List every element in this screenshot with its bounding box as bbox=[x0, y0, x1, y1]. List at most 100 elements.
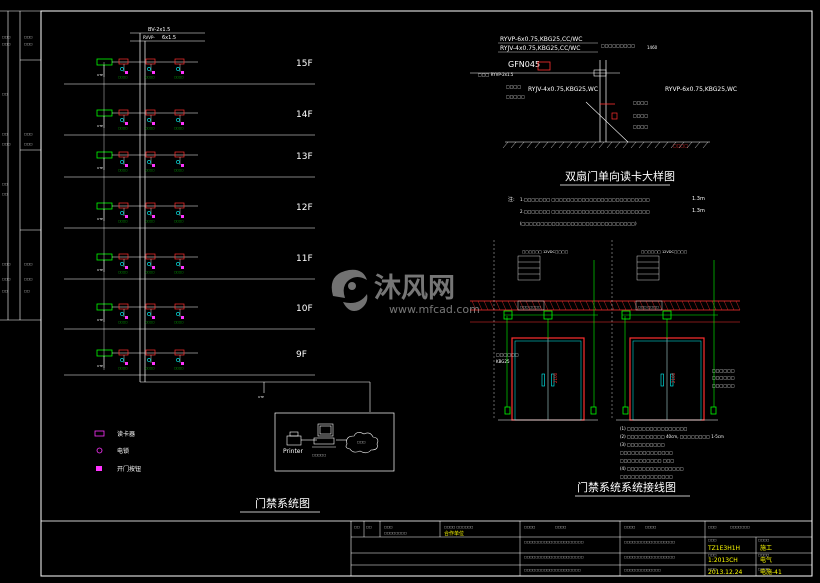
riser-cable-label-1: BV-2x1.5 bbox=[148, 27, 170, 33]
svg-text:□□□□□□□□: □□□□□□□□ bbox=[384, 531, 407, 535]
door-controller-box bbox=[96, 109, 113, 117]
svg-text:□□□□: □□□□ bbox=[555, 525, 567, 529]
svg-text:□□: □□ bbox=[2, 289, 8, 293]
svg-text:□□: □□ bbox=[354, 525, 360, 529]
door-controller-box bbox=[96, 202, 113, 210]
wiring-details: □□□□□□ 12VDC□□□□□□□ □□□□2100□□□□□□ 12VDC… bbox=[470, 240, 741, 497]
svg-text:2100: 2100 bbox=[671, 372, 676, 383]
reader-box bbox=[622, 406, 629, 415]
svg-text:□□□: □□□ bbox=[708, 525, 717, 529]
door-height-label: 1460 bbox=[647, 45, 658, 50]
lock-symbol bbox=[147, 160, 151, 164]
svg-text:□□□□: □□□□ bbox=[118, 271, 128, 274]
legend-item: 读卡器 bbox=[94, 430, 135, 438]
reader-module bbox=[145, 303, 156, 310]
svg-text:UTP: UTP bbox=[97, 268, 103, 272]
button-symbol bbox=[181, 164, 184, 167]
door-controller-box bbox=[96, 303, 113, 311]
reader-legend-icon bbox=[94, 430, 105, 437]
reader-module bbox=[174, 202, 185, 209]
button-symbol bbox=[152, 164, 155, 167]
svg-text:□□□□: □□□□ bbox=[174, 367, 184, 370]
svg-text:□□□□: □□□□ bbox=[633, 100, 648, 105]
door-cable-2: RYJV-4x0.75,KBG25,CC/WC bbox=[500, 45, 580, 52]
lock-symbol bbox=[120, 160, 124, 164]
svg-text:□□□□: □□□□ bbox=[145, 367, 155, 370]
door-cable-3: GFN045 bbox=[508, 60, 540, 69]
svg-text:□□□□□□□□□: □□□□□□□□□ bbox=[601, 43, 635, 48]
door-controller-box bbox=[96, 58, 113, 66]
door-cable-4: RYJV-4x0.75,KBG25,WC bbox=[528, 86, 598, 93]
svg-text:□□□□□□: □□□□□□ bbox=[712, 383, 735, 388]
svg-text:□□□□□: □□□□□ bbox=[506, 94, 525, 99]
button-symbol bbox=[152, 362, 155, 365]
reader-module bbox=[145, 349, 156, 356]
floor-row: UTP□□□□□□□□□□□□9F bbox=[64, 349, 315, 376]
reader-module bbox=[174, 151, 185, 158]
legend-item: 电锁 bbox=[96, 447, 129, 455]
lock-symbol bbox=[147, 312, 151, 316]
svg-text:2100: 2100 bbox=[553, 372, 558, 383]
svg-text:□□□□: □□□□ bbox=[118, 321, 128, 324]
svg-text:□□: □□ bbox=[366, 525, 372, 529]
svg-text:□□□: □□□ bbox=[708, 553, 717, 557]
left-margin-text: □□□□□□ □□□□□□ □□□□□□□ □□□□□□ □□□□ □□□□□□… bbox=[2, 35, 33, 293]
reader-module bbox=[174, 253, 185, 260]
button-symbol bbox=[152, 71, 155, 74]
svg-text:UTP: UTP bbox=[97, 217, 103, 221]
wiring-notes: (1) □□□□□□□□□□□□□□□□ (2) □□□□□□□□□□ 40cm… bbox=[620, 426, 724, 479]
door-note-prefix: 注: bbox=[508, 196, 515, 203]
svg-text:□□□: □□□ bbox=[2, 277, 11, 281]
reader-module bbox=[174, 58, 185, 65]
svg-text:□□□□: □□□□ bbox=[758, 553, 770, 557]
lock-symbol bbox=[147, 211, 151, 215]
lock-symbol bbox=[147, 262, 151, 266]
watermark-logo-icon bbox=[331, 269, 368, 311]
lock-symbol bbox=[176, 358, 180, 362]
floor-label: 9F bbox=[296, 350, 307, 360]
svg-text:□□□□: □□□□ bbox=[145, 271, 155, 274]
reader-module bbox=[118, 109, 129, 116]
svg-text:□□□□: □□□□ bbox=[524, 525, 536, 529]
svg-text:□□□□□□□□□□□ □□□: □□□□□□□□□□□ □□□ bbox=[620, 458, 674, 463]
reader-module bbox=[118, 349, 129, 356]
legend-label: 开门按钮 bbox=[117, 465, 141, 473]
workstation-group: Printer □□□□□ □□□ bbox=[274, 382, 395, 472]
lock-symbol bbox=[120, 312, 124, 316]
printer-icon bbox=[286, 431, 317, 446]
svg-text:□□□□□□: □□□□□□ bbox=[712, 375, 735, 380]
svg-text:□□□□: □□□□ bbox=[145, 127, 155, 130]
svg-text:□□: □□ bbox=[2, 92, 8, 96]
floor-row: UTP□□□□□□□□□□□□14F bbox=[64, 109, 315, 136]
button-symbol bbox=[181, 362, 184, 365]
button-symbol bbox=[125, 316, 128, 319]
svg-text:□□□□□□□□□□□□□□□□□□□□□: □□□□□□□□□□□□□□□□□□□□□ bbox=[524, 540, 584, 544]
button-symbol bbox=[181, 71, 184, 74]
svg-text:□□□□□□: □□□□□□ bbox=[496, 352, 519, 357]
svg-text:□□□□□□□□□□□□□□□□□□□□□: □□□□□□□□□□□□□□□□□□□□□ bbox=[524, 555, 584, 559]
reader-module bbox=[145, 202, 156, 209]
title-scale: 1:2013CH bbox=[708, 557, 738, 564]
button-legend-icon bbox=[96, 466, 102, 471]
svg-text:□□: □□ bbox=[24, 289, 30, 293]
svg-text:□□□□□□ 12VDC□□□□: □□□□□□ 12VDC□□□□ bbox=[522, 250, 568, 254]
reader-module bbox=[145, 151, 156, 158]
door-controller-box bbox=[96, 151, 113, 159]
svg-text:□□□□: □□□□ bbox=[118, 76, 128, 79]
floor-row: UTP□□□□□□□□□□□□11F bbox=[64, 253, 315, 280]
floor-hatch bbox=[502, 141, 709, 149]
svg-text:□□□□: □□□□ bbox=[174, 76, 184, 79]
svg-text:□□□□ □□□□□□: □□□□ □□□□□□ bbox=[444, 525, 473, 529]
svg-text:□□: □□ bbox=[2, 132, 8, 136]
svg-text:□□□□: □□□□ bbox=[174, 321, 184, 324]
door-note-dim-2: 1.3m bbox=[692, 208, 705, 214]
conduit-box bbox=[537, 61, 551, 71]
lock-symbol bbox=[176, 67, 180, 71]
svg-text:UTP: UTP bbox=[97, 318, 103, 322]
button-symbol bbox=[125, 266, 128, 269]
svg-text:□□: □□ bbox=[2, 192, 8, 196]
lock-symbol bbox=[176, 118, 180, 122]
svg-text:UTP: UTP bbox=[97, 364, 103, 368]
svg-text:□□□□: □□□□ bbox=[118, 127, 128, 130]
button-symbol bbox=[152, 316, 155, 319]
